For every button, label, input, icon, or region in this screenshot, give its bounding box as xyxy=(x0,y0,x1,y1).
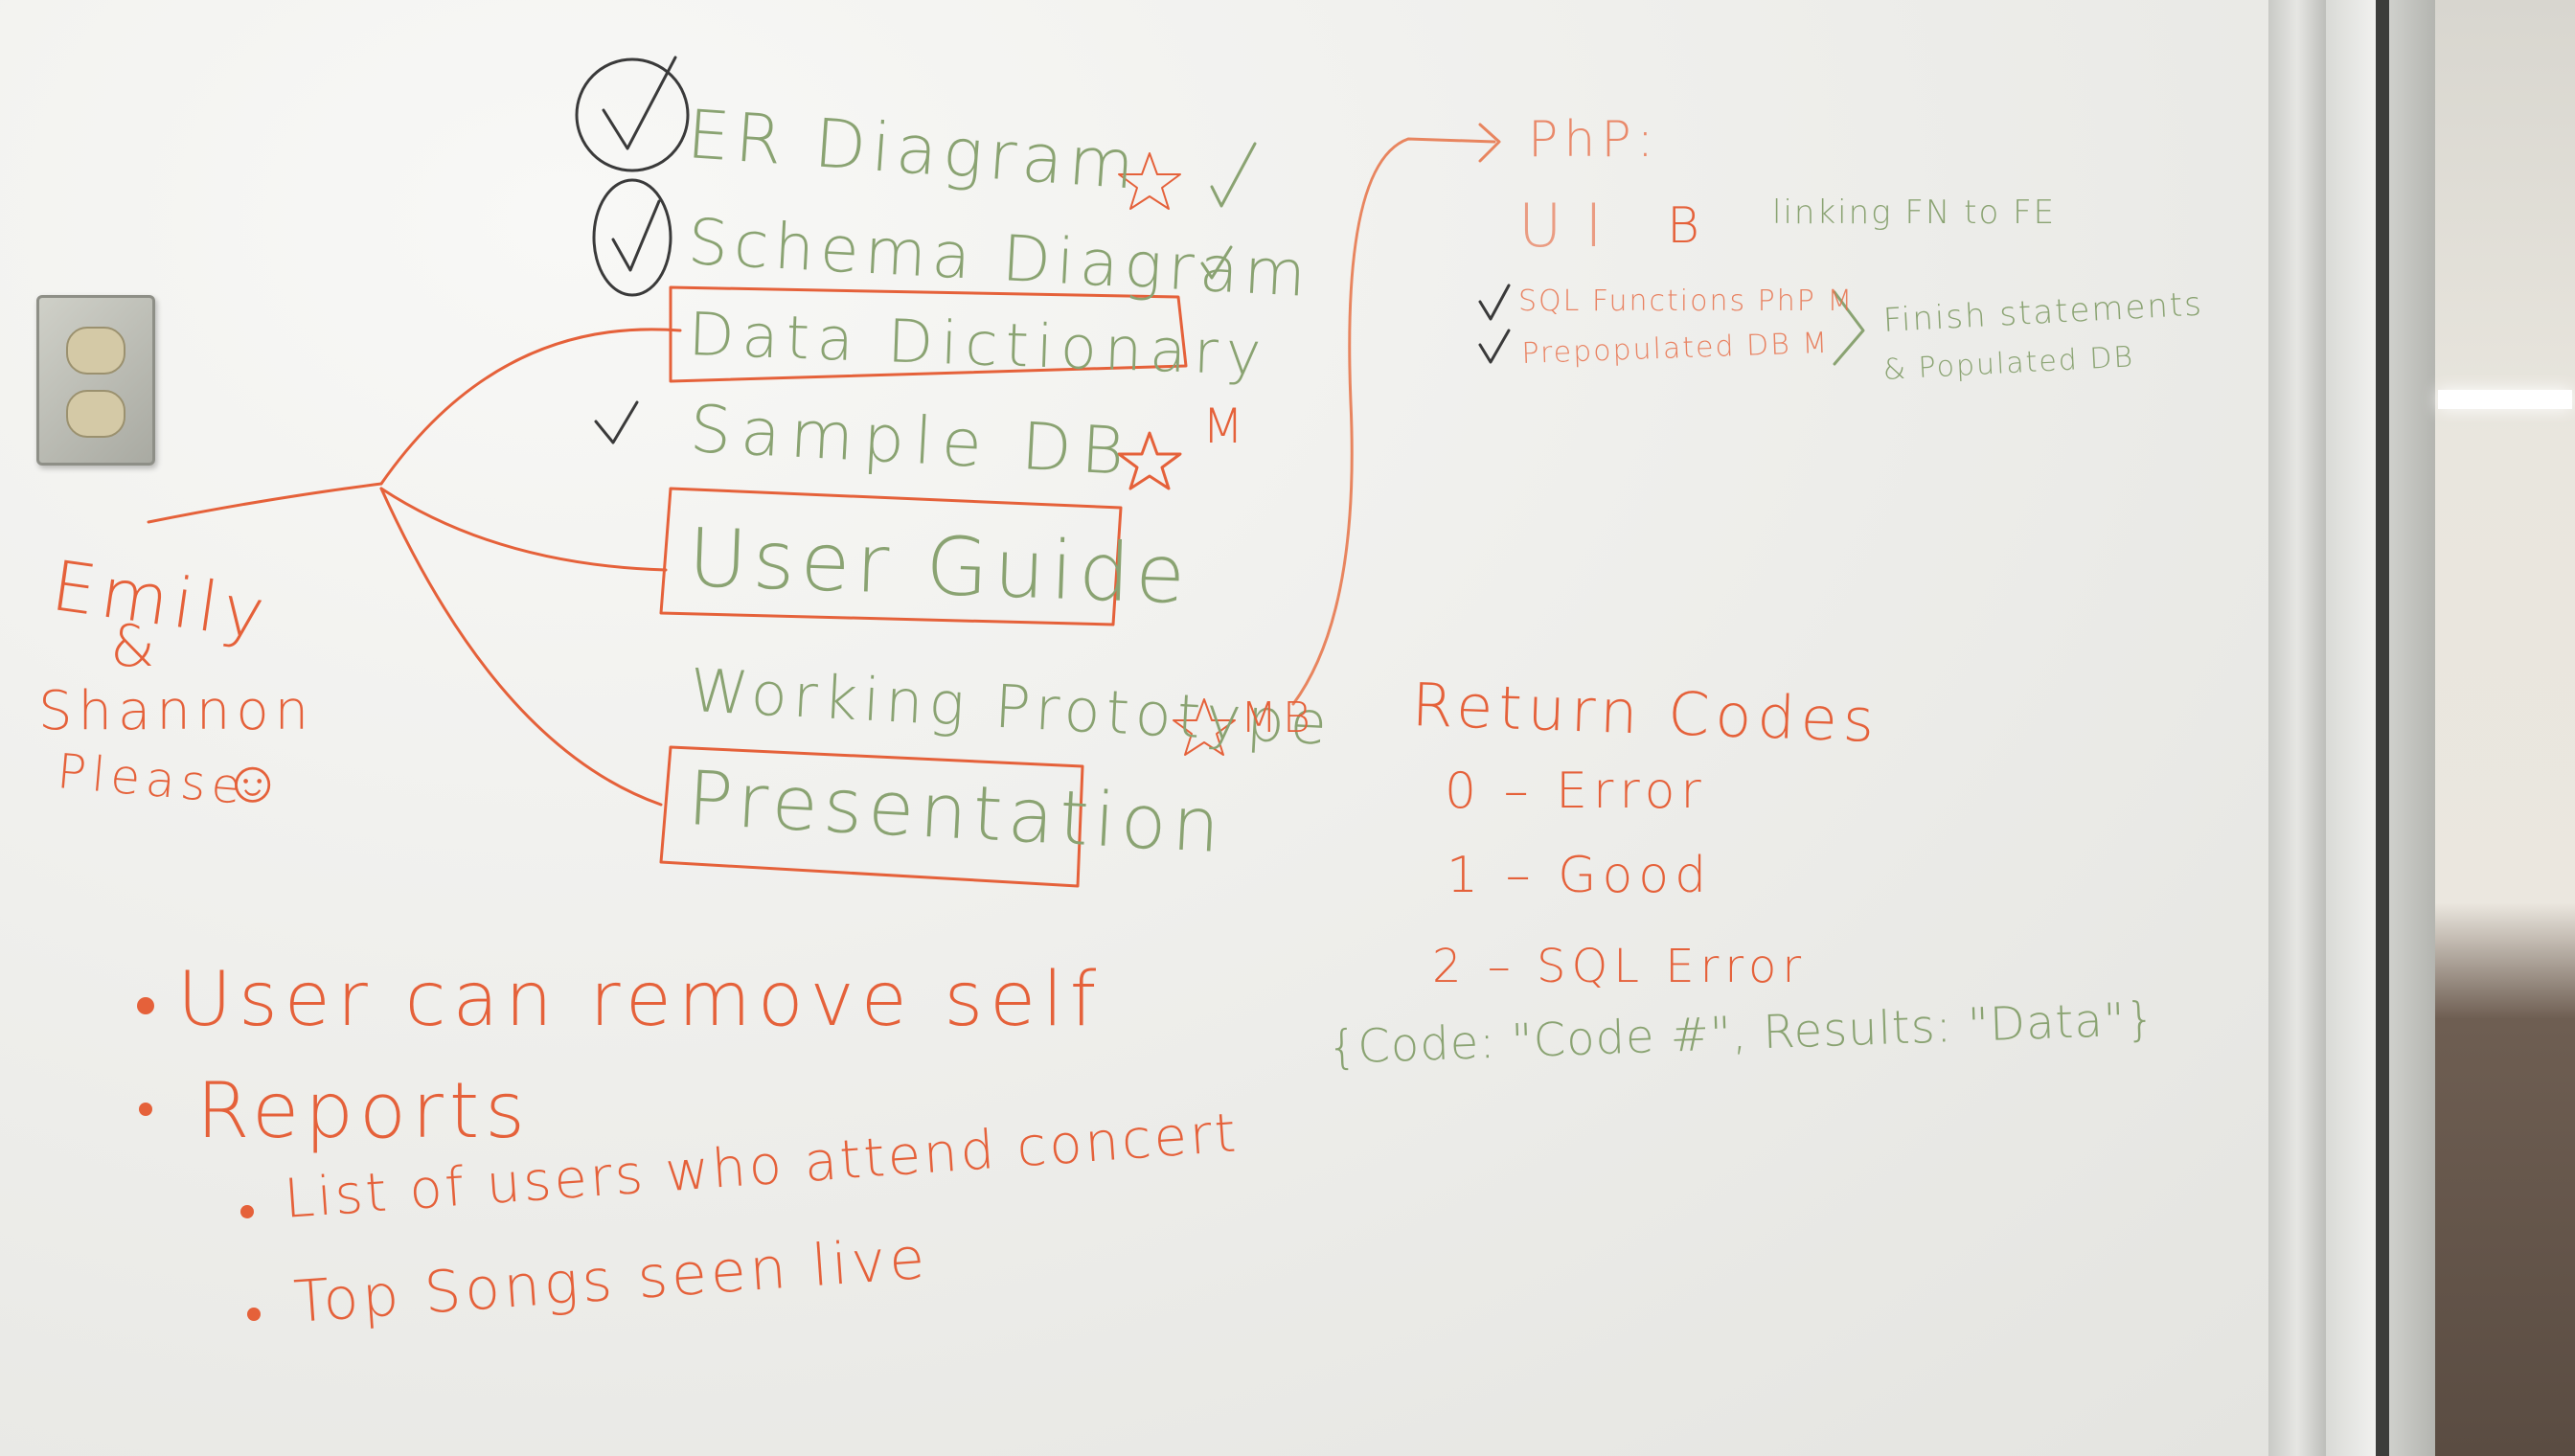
working-prototype-initials: MB xyxy=(1241,694,1316,742)
branch-to-data-dictionary xyxy=(379,328,682,486)
door-edge xyxy=(2376,0,2389,1456)
star-sample-db xyxy=(1117,431,1182,490)
branch-to-user-guide xyxy=(379,487,668,572)
tick-er xyxy=(1210,142,1257,208)
bullet-2 xyxy=(139,1103,152,1116)
checkmark-sql xyxy=(1478,284,1511,321)
ampersand: & xyxy=(110,613,161,680)
return-code-0: 0 – Error xyxy=(1445,762,1707,820)
box-presentation xyxy=(659,745,1084,888)
checkmark-schema xyxy=(611,199,661,272)
brace-finish xyxy=(1833,290,1865,366)
ceiling-light xyxy=(2438,390,2572,409)
door-glass xyxy=(2389,0,2435,1456)
checkmark-er xyxy=(602,56,677,150)
return-code-2: 2 – SQL Error xyxy=(1432,940,1808,993)
return-code-1: 1 – Good xyxy=(1447,847,1713,904)
return-codes-title: Return Codes xyxy=(1410,670,1881,757)
socket-top xyxy=(66,327,125,375)
star-er xyxy=(1118,152,1181,210)
hallway xyxy=(2435,0,2575,1456)
check-circle-schema xyxy=(592,178,672,297)
door-frame xyxy=(2268,0,2326,1456)
bullet-1 xyxy=(137,997,154,1014)
box-data-dictionary xyxy=(669,285,1188,383)
requirement-reports: Reports xyxy=(196,1066,531,1155)
php-title: PhP: xyxy=(1528,111,1660,169)
checkmark-prepop xyxy=(1478,329,1511,364)
checkmark-sample-db xyxy=(594,400,639,444)
php-linking: linking FN to FE xyxy=(1772,193,2057,232)
electrical-outlet xyxy=(36,295,155,466)
branch-to-presentation xyxy=(379,487,663,807)
bullet-sub-2 xyxy=(247,1308,261,1321)
whiteboard xyxy=(0,0,2270,1456)
socket-bottom xyxy=(66,390,125,438)
bullet-sub-1 xyxy=(240,1205,254,1218)
requirement-remove-self: User can remove self xyxy=(177,957,1104,1043)
php-sql-functions: SQL Functions PhP M xyxy=(1518,284,1855,318)
php-ui: UI xyxy=(1518,191,1626,261)
smiley-face: ☺ xyxy=(222,746,284,816)
branch-stem xyxy=(147,482,383,524)
arrow-prototype-to-php xyxy=(1291,137,1496,706)
sample-db-initial: M xyxy=(1202,398,1250,454)
door-frame-inner xyxy=(2326,0,2376,1456)
box-user-guide xyxy=(659,487,1123,626)
name-shannon: Shannon xyxy=(38,680,315,742)
tick-schema xyxy=(1200,245,1233,280)
task-user-guide: User Guide xyxy=(686,511,1193,623)
check-circle-er xyxy=(575,57,690,172)
php-b: B xyxy=(1667,197,1706,255)
arrow-head xyxy=(1478,123,1501,163)
star-prototype xyxy=(1173,698,1236,756)
